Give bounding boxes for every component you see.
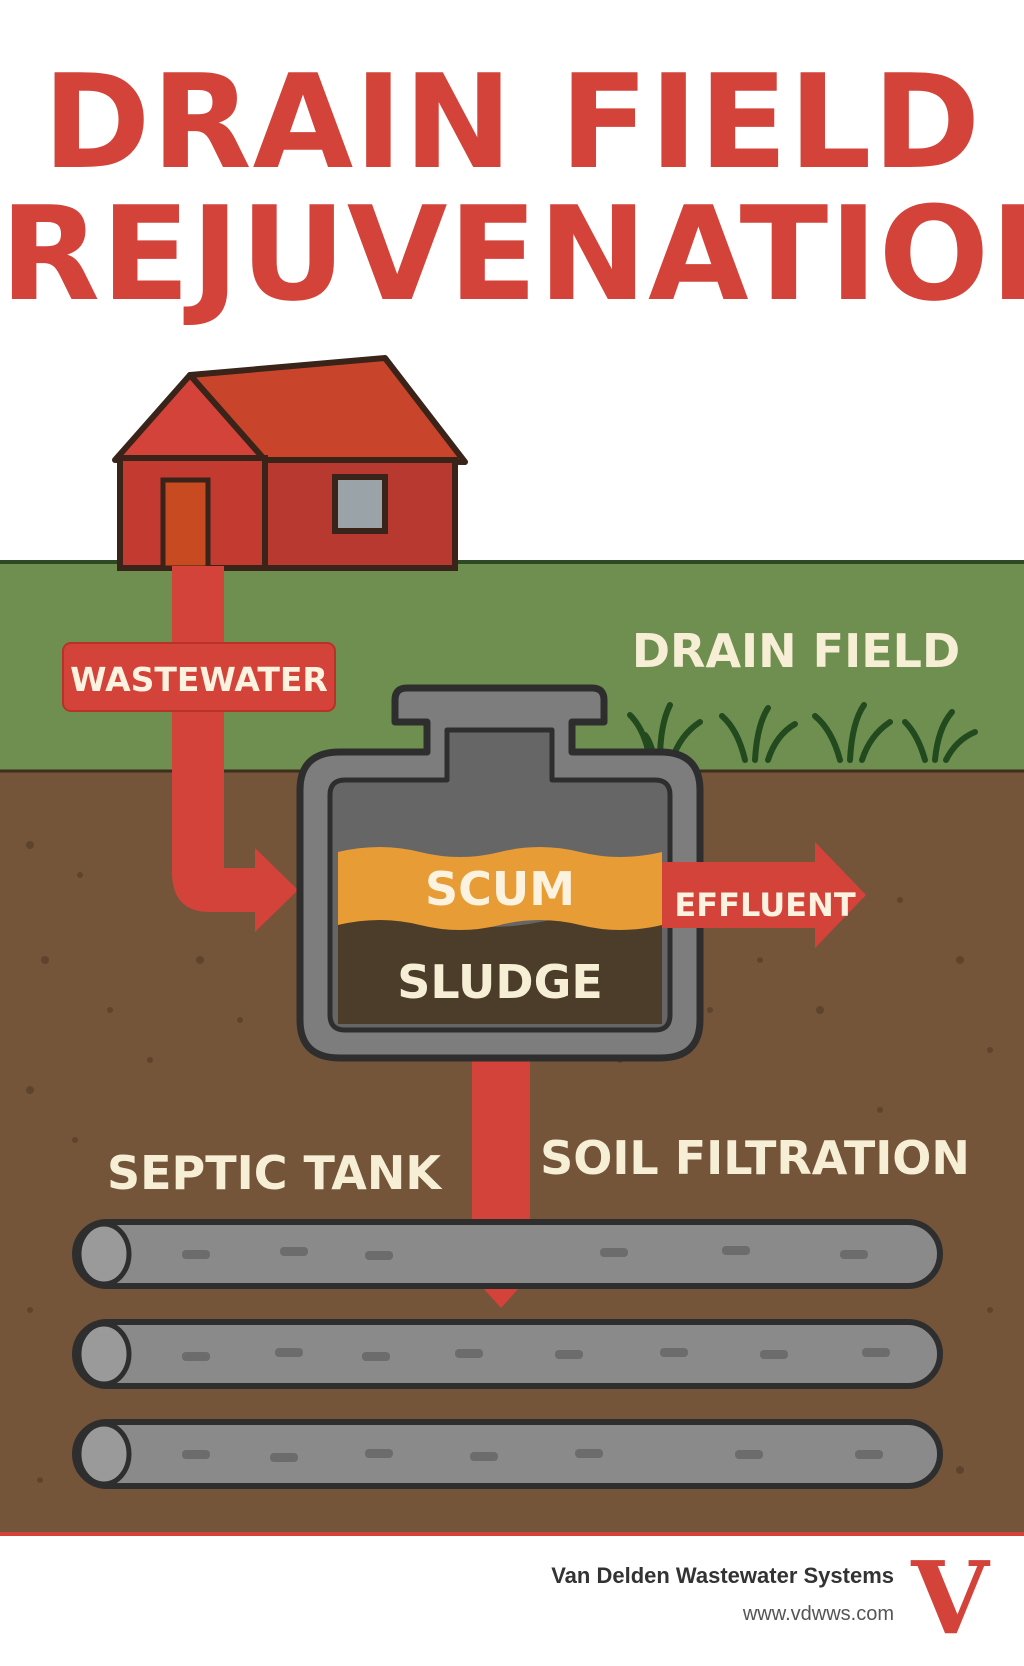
effluent-label: EFFLUENT xyxy=(674,886,855,924)
title-line-2: REJUVENATION xyxy=(0,178,1024,330)
title-line-1: DRAIN FIELD xyxy=(42,46,982,198)
house xyxy=(112,355,468,571)
septic-tank-label: SEPTIC TANK xyxy=(107,1146,443,1200)
sludge-label: SLUDGE xyxy=(397,955,603,1009)
drain-field-label: DRAIN FIELD xyxy=(632,624,960,678)
house-door xyxy=(160,477,211,571)
drain-pipe-1 xyxy=(72,1219,943,1289)
drain-pipe-2 xyxy=(72,1319,943,1389)
wastewater-label: WASTEWATER xyxy=(70,660,328,699)
sludge-layer xyxy=(338,917,662,1024)
effluent-arrow xyxy=(662,842,866,948)
company-logo: V xyxy=(910,1551,990,1641)
scum-layer xyxy=(338,847,662,930)
footer-company-name: Van Delden Wastewater Systems xyxy=(551,1563,894,1588)
soil-filtration-label: SOIL FILTRATION xyxy=(540,1131,970,1185)
house-window xyxy=(332,474,388,534)
footer-url: www.vdwws.com xyxy=(742,1603,894,1625)
drain-pipe-3 xyxy=(72,1419,943,1489)
septic-tank xyxy=(296,684,704,1062)
logo-letter: V xyxy=(910,1551,990,1641)
drain-pipes xyxy=(72,1219,943,1489)
scum-label: SCUM xyxy=(425,862,575,916)
wastewater-label-box xyxy=(62,642,336,712)
footer-divider xyxy=(0,1532,1024,1536)
grass-tufts xyxy=(627,702,978,763)
